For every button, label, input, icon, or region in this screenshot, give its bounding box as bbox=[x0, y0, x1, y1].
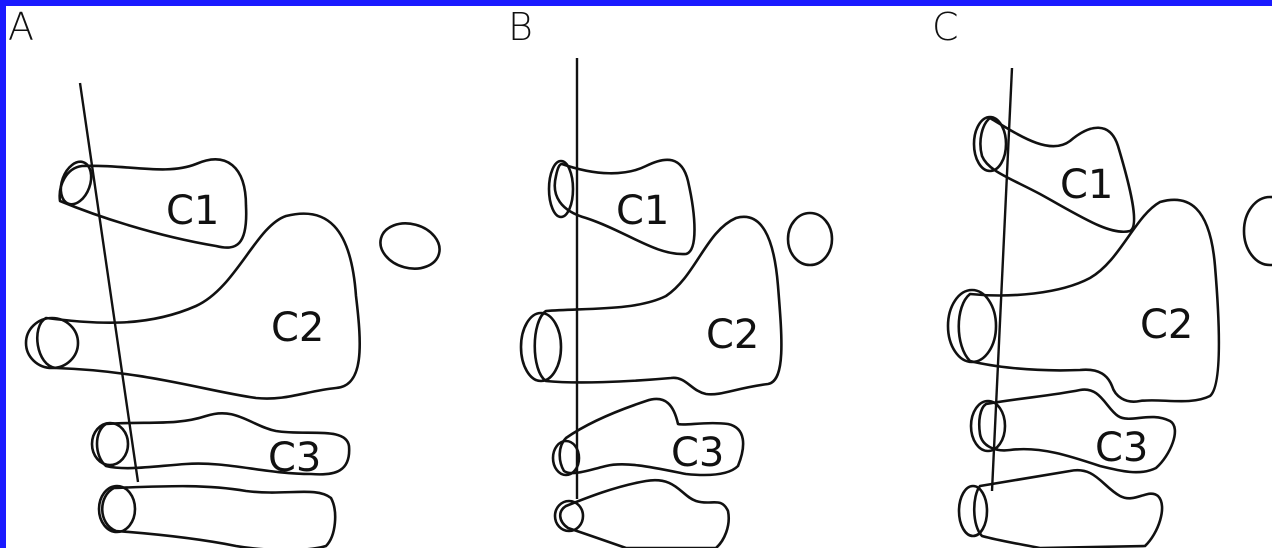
c2-vertebra bbox=[533, 215, 783, 396]
panel-a-diagram: C1 C2 C3 bbox=[24, 82, 441, 548]
c2-anterior-body bbox=[24, 316, 80, 370]
c4-anterior-body bbox=[957, 484, 989, 538]
c1-anterior-arch bbox=[547, 159, 575, 219]
c3-label: C3 bbox=[268, 435, 321, 481]
c3-anterior-body bbox=[90, 421, 130, 467]
c1-anterior-arch bbox=[59, 160, 93, 206]
panel-label-b: B bbox=[508, 5, 533, 49]
panel-b-diagram: C1 C2 C3 bbox=[519, 58, 834, 548]
c1-label: C1 bbox=[616, 188, 669, 234]
c2-label: C2 bbox=[706, 312, 759, 358]
c3-anterior-body bbox=[551, 439, 581, 477]
c2-label: C2 bbox=[271, 305, 324, 351]
c1-anterior-arch bbox=[972, 115, 1008, 173]
c4-vertebra bbox=[558, 478, 730, 548]
c1-label: C1 bbox=[1060, 162, 1113, 208]
reference-line bbox=[78, 82, 140, 483]
c4-anterior-body bbox=[97, 484, 137, 534]
reference-line bbox=[990, 67, 1014, 492]
panel-c: C C1 C2 C3 bbox=[930, 6, 1272, 548]
c4-vertebra bbox=[101, 484, 337, 548]
panel-label-c: C bbox=[932, 5, 959, 49]
c4-anterior-body bbox=[553, 499, 585, 533]
c1-label: C1 bbox=[166, 188, 219, 234]
occipital-ellipse bbox=[1242, 195, 1272, 267]
panel-a: A C1 C2 C3 bbox=[6, 5, 441, 548]
c1-vertebra bbox=[58, 158, 248, 249]
occipital-ellipse bbox=[379, 222, 441, 270]
c3-label: C3 bbox=[1095, 425, 1148, 471]
c3-vertebra bbox=[95, 411, 351, 476]
c1-vertebra bbox=[979, 116, 1136, 234]
c1-vertebra bbox=[553, 158, 696, 256]
panel-c-diagram: C1 C2 C3 bbox=[946, 67, 1272, 548]
c2-label: C2 bbox=[1140, 302, 1193, 348]
c3-anterior-body bbox=[969, 399, 1007, 453]
panel-label-a: A bbox=[8, 5, 34, 49]
c4-vertebra bbox=[972, 468, 1164, 548]
c2-anterior-body bbox=[946, 288, 998, 364]
c2-anterior-body bbox=[519, 311, 563, 383]
panel-b: B C1 C2 C3 bbox=[506, 6, 936, 548]
c3-label: C3 bbox=[671, 430, 724, 476]
c3-vertebra bbox=[558, 397, 745, 477]
c2-vertebra bbox=[957, 198, 1221, 403]
c3-vertebra bbox=[977, 388, 1177, 474]
occipital-ellipse bbox=[786, 211, 834, 267]
